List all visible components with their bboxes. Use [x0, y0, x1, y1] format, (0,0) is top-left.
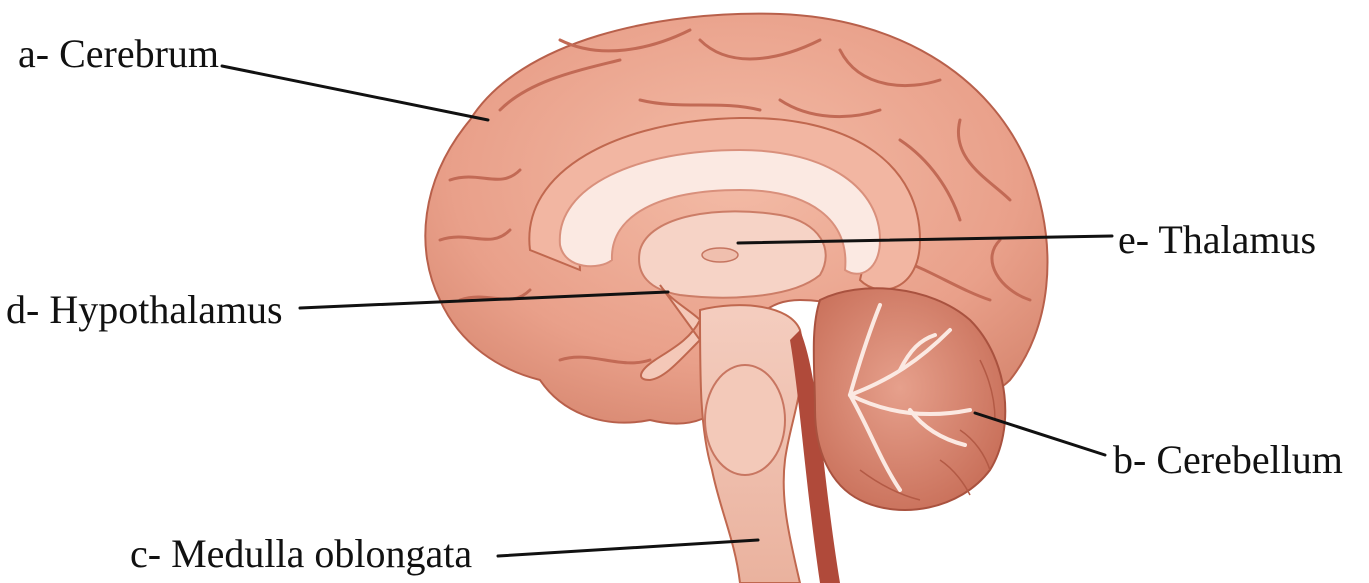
- massa-intermedia: [702, 248, 738, 262]
- pons-shape: [705, 365, 785, 475]
- label-thalamus: e- Thalamus: [1118, 220, 1316, 260]
- leader-line-cerebrum: [222, 66, 488, 120]
- label-cerebellum: b- Cerebellum: [1113, 440, 1343, 480]
- label-cerebrum: a- Cerebrum: [18, 34, 219, 74]
- leader-line-medulla: [498, 540, 758, 556]
- label-hypothalamus: d- Hypothalamus: [6, 290, 283, 330]
- label-medulla-oblongata: c- Medulla oblongata: [130, 534, 472, 574]
